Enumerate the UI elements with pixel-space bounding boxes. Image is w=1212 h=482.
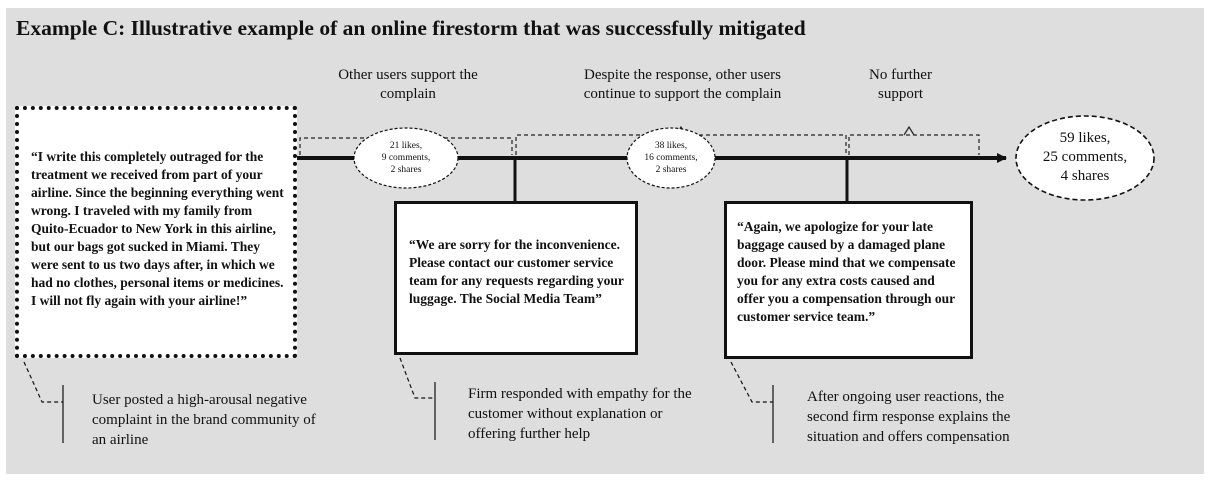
annotation-third: No further support xyxy=(869,67,932,102)
stats-first: 21 likes, 9 comments, 2 shares xyxy=(356,140,456,176)
stats-second: 38 likes, 16 comments, 2 shares xyxy=(626,140,716,176)
annotation-second: Despite the response, other users contin… xyxy=(583,67,782,102)
stats-final: 59 likes, 25 comments, 4 shares xyxy=(1020,129,1150,186)
stats-second-comments: 16 comments, xyxy=(644,153,698,163)
stats-ellipse-second xyxy=(626,127,716,189)
support-brace-third xyxy=(848,134,980,155)
stats-first-shares: 2 shares xyxy=(390,165,422,175)
stats-final-shares: 4 shares xyxy=(1060,168,1110,184)
stats-ellipse-final xyxy=(1015,115,1155,201)
user-caption-leader xyxy=(23,361,63,403)
stats-first-likes: 21 likes, xyxy=(389,141,423,151)
stats-first-comments: 9 comments, xyxy=(381,153,431,163)
stats-second-shares: 2 shares xyxy=(655,165,687,175)
user-complaint-box: “I write this completely outraged for th… xyxy=(15,106,297,358)
caption-response2: After ongoing user reactions, the second… xyxy=(807,389,1011,445)
support-brace-third-tip xyxy=(903,125,915,136)
annotation-first: Other users support the complain xyxy=(338,67,478,102)
firm-response-1-box: “We are sorry for the inconvenience. Ple… xyxy=(394,201,638,355)
stats-final-likes: 59 likes, xyxy=(1059,130,1111,146)
caption-user: User posted a high-arousal negative comp… xyxy=(92,392,316,448)
figure-title: Example C: Illustrative example of an on… xyxy=(16,16,806,40)
stats-final-comments: 25 comments, xyxy=(1042,149,1128,165)
response2-caption-leader xyxy=(730,361,773,403)
stats-ellipse-first xyxy=(353,127,459,189)
firm-response-2-box: “Again, we apologize for your late bagga… xyxy=(724,201,973,359)
caption-response1: Firm responded with empathy for the cust… xyxy=(468,386,692,442)
stats-second-likes: 38 likes, xyxy=(654,141,688,151)
response1-caption-leader xyxy=(399,357,435,399)
